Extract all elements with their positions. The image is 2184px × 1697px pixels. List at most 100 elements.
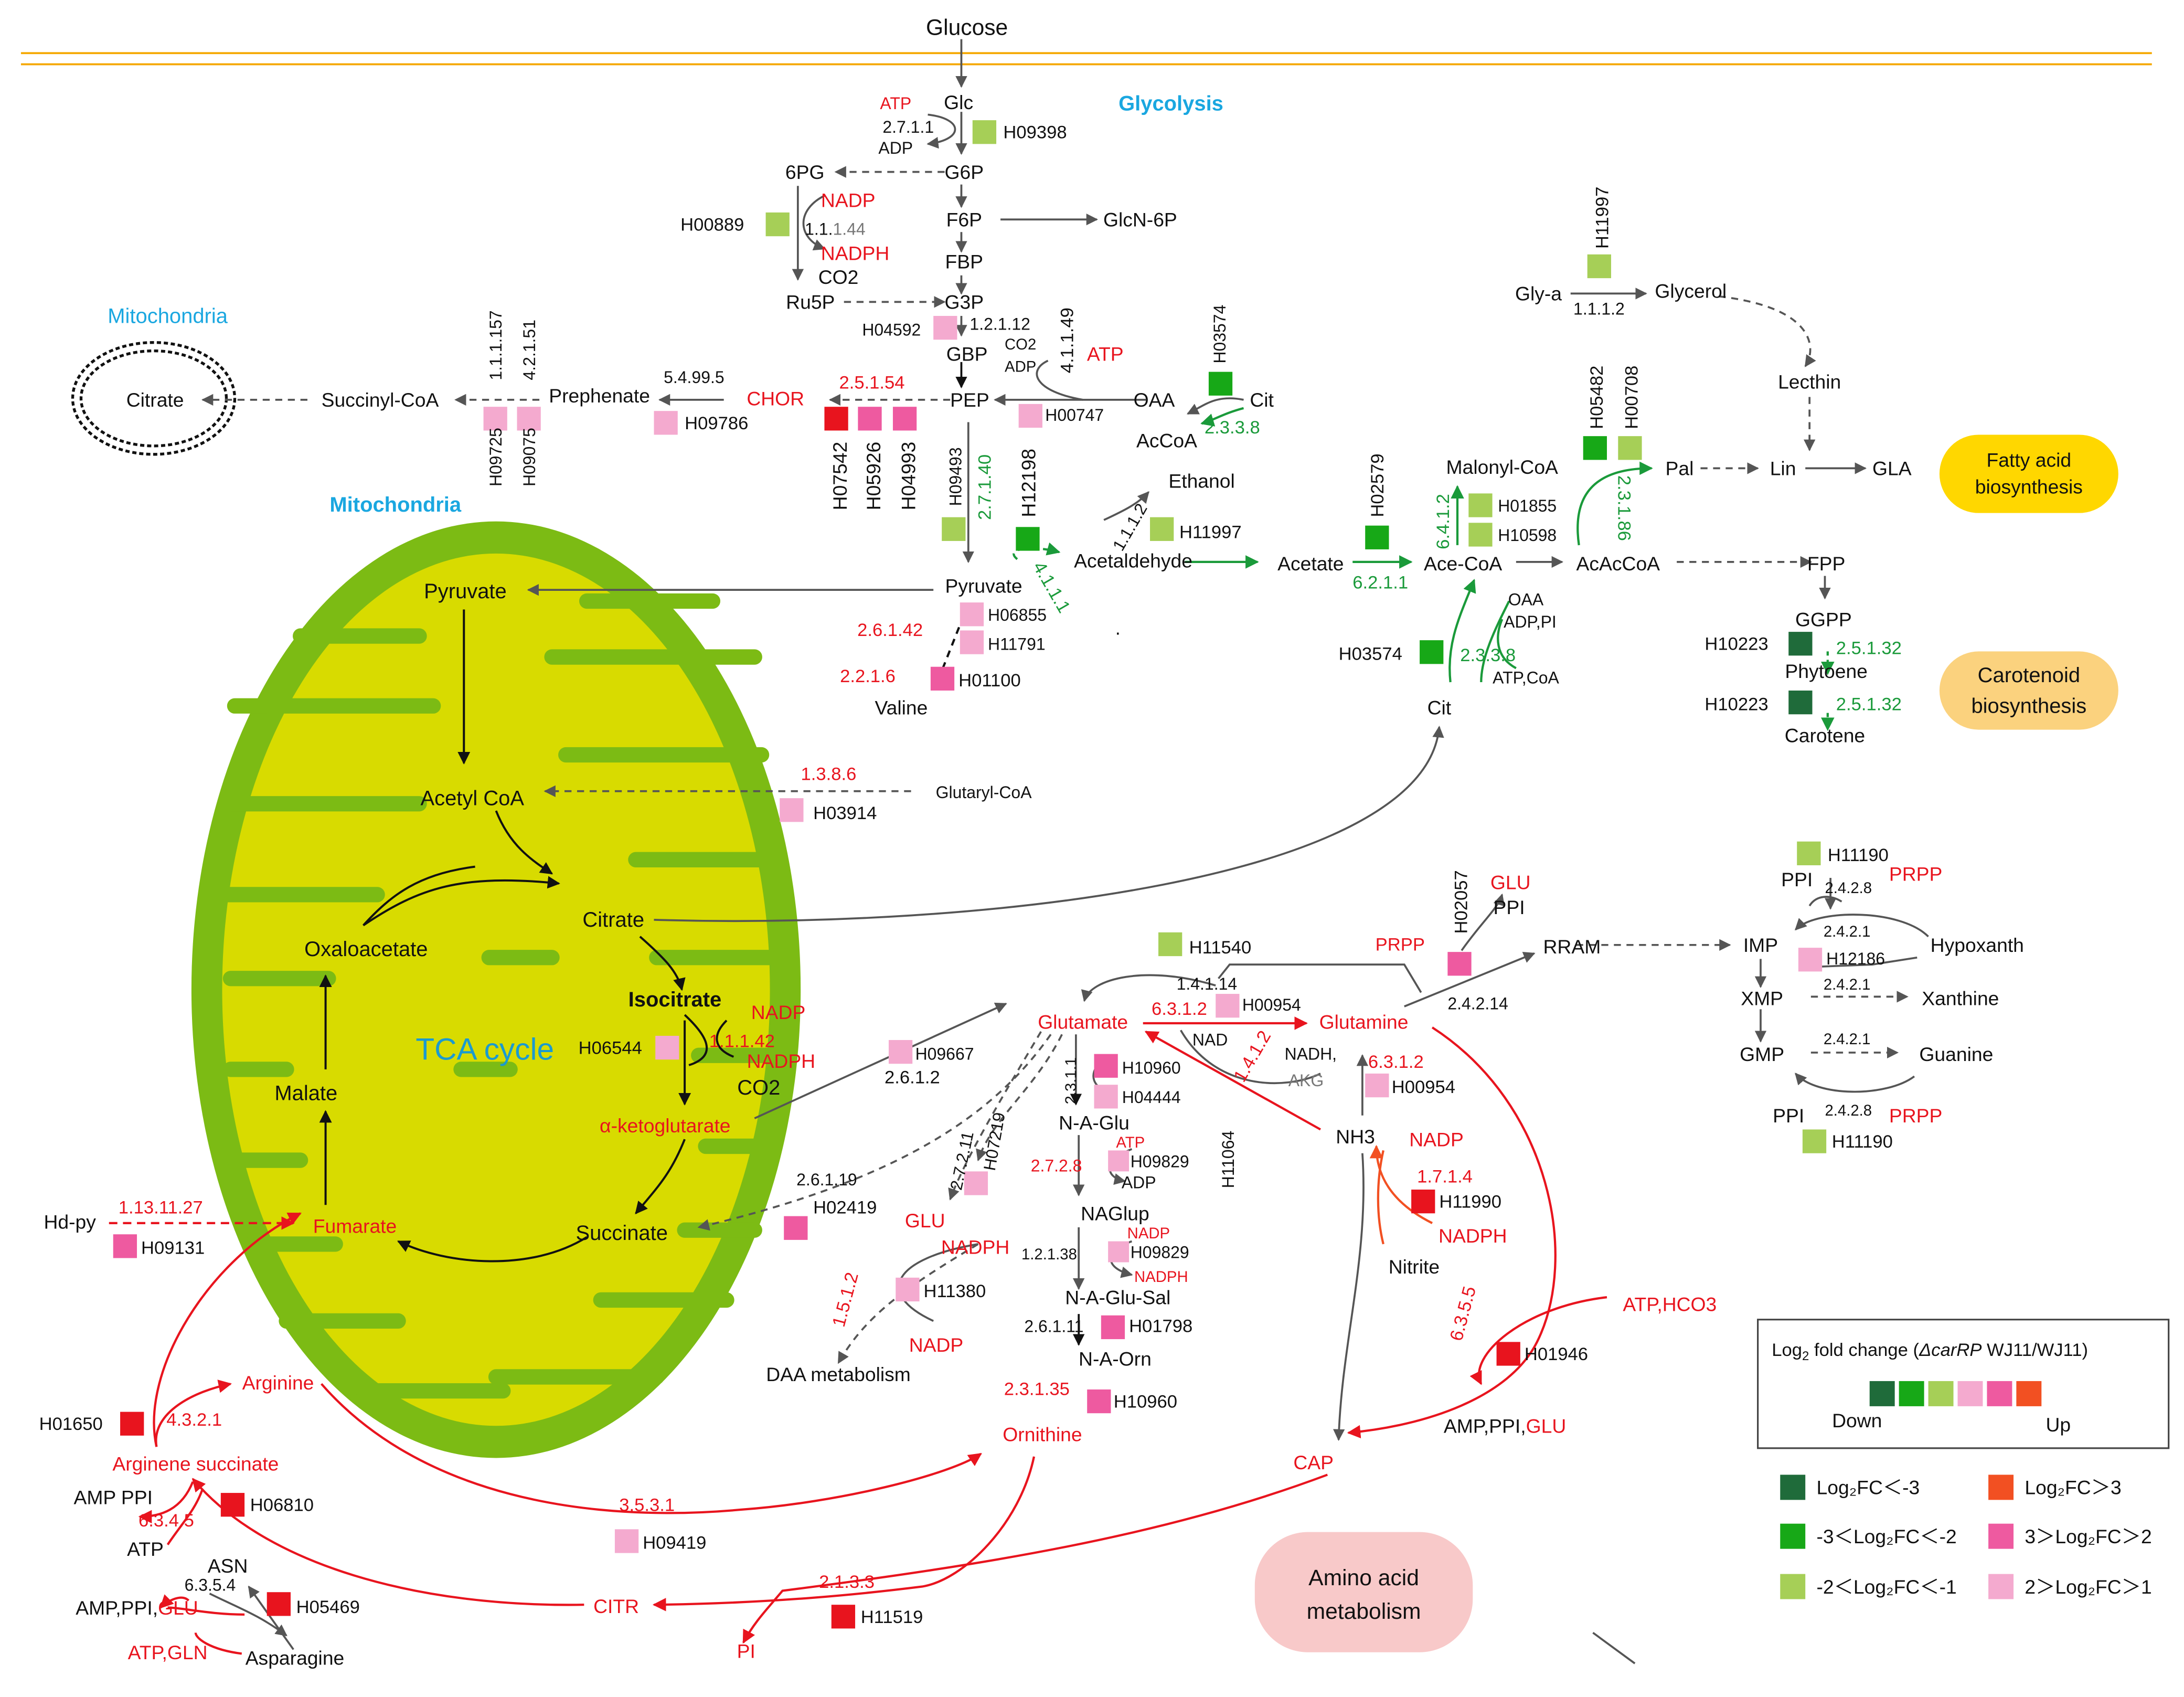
cit: Cit xyxy=(1250,389,1274,411)
h10223b: H10223 xyxy=(1704,694,1768,714)
ec-1131127: 1.13.11.27 xyxy=(119,1197,203,1217)
legend-label: Log₂FC＞3 xyxy=(2025,1477,2121,1499)
ec-26142: 2.6.1.42 xyxy=(857,620,923,640)
f6p: F6P xyxy=(946,209,982,231)
ec-1412: 1.4.1.2 xyxy=(1230,1027,1275,1086)
h06544: H06544 xyxy=(579,1038,642,1058)
carotenoid-label-2: biosynthesis xyxy=(1971,695,2086,718)
ec-6412: 6.4.1.2 xyxy=(1433,494,1453,549)
isocitrate: Isocitrate xyxy=(628,988,722,1011)
mitochondrion xyxy=(191,521,801,1458)
atp-coa: ATP,CoA xyxy=(1493,669,1559,687)
h00954b: H00954 xyxy=(1392,1077,1455,1097)
atp-hco3: ATP,HCO3 xyxy=(1623,1293,1717,1316)
h09075: H09075 xyxy=(520,428,539,486)
h11190a: H11190 xyxy=(1828,845,1889,865)
nadp: NADP xyxy=(821,189,876,211)
h02419: H02419 xyxy=(813,1197,877,1217)
ec-6312b: 6.3.1.2 xyxy=(1368,1052,1424,1072)
malate: Malate xyxy=(274,1082,337,1105)
ec-2421c: 2.4.2.1 xyxy=(1824,1031,1871,1048)
ec-111157: 1.1.1.157 xyxy=(486,310,505,380)
arrows-orange xyxy=(1369,1144,1433,1245)
ec-1144: 1.1.1.44 xyxy=(805,220,865,239)
h12186: H12186 xyxy=(1826,949,1885,968)
ec-1512: 1.5.1.2 xyxy=(829,1270,862,1329)
h05482: H05482 xyxy=(1587,366,1607,429)
adp-2: ADP xyxy=(1122,1173,1156,1192)
prpp-1: PRPP xyxy=(1889,863,1943,885)
amino-acid-label-2: metabolism xyxy=(1307,1599,1421,1624)
ec-2421b: 2.4.2.1 xyxy=(1824,976,1871,993)
ornithine: Ornithine xyxy=(1003,1423,1082,1445)
mito-big-label: Mitochondria xyxy=(329,493,461,516)
legend-swatch xyxy=(1988,1574,2014,1599)
ec-6312: 6.3.1.2 xyxy=(1152,999,1207,1019)
h11540: H11540 xyxy=(1189,938,1252,958)
labels-blue: Glycolysis Mitochondria Mitochondria TCA… xyxy=(108,92,1223,1066)
tca-cycle-label: TCA cycle xyxy=(416,1032,554,1066)
h01946: H01946 xyxy=(1525,1344,1588,1364)
legend-label: Log₂FC＜-3 xyxy=(1817,1477,1920,1499)
legend-title: Log2 fold change (ΔcarRP WJ11/WJ11) xyxy=(1772,1340,2088,1363)
adp-pi: ADP,PI xyxy=(1504,612,1557,631)
fatty-acid-label-2: biosynthesis xyxy=(1975,475,2083,497)
h09725: H09725 xyxy=(486,428,505,486)
legend-scale xyxy=(1869,1381,2042,1406)
ec-2133: 2.1.3.3 xyxy=(819,1572,875,1592)
nh3: NH3 xyxy=(1336,1126,1375,1148)
h00747: H00747 xyxy=(1045,406,1104,425)
hypoxanth: Hypoxanth xyxy=(1931,934,2024,956)
amp-ppi-glu-2: AMP,PPI,GLU xyxy=(76,1597,198,1619)
h00708: H00708 xyxy=(1622,366,1642,429)
labels-gene: H09398 H00889 H04592 1.2.1.12 CO2 ADP H0… xyxy=(39,123,1893,1627)
glycerol: Glycerol xyxy=(1655,280,1727,302)
gene-squares xyxy=(113,120,1827,1629)
ec-14114: 1.4.1.14 xyxy=(1177,974,1237,993)
phytoene: Phytoene xyxy=(1785,660,1868,682)
amino-acid-box xyxy=(1254,1532,1473,1652)
acaccoa: AcAcCoA xyxy=(1576,553,1660,575)
g6p: G6P xyxy=(944,161,984,183)
succinyl-coa: Succinyl-CoA xyxy=(322,389,439,411)
amp-ppi-glu-red: GLU xyxy=(1526,1415,1567,1437)
amino-acid-label-1: Amino acid xyxy=(1308,1565,1419,1590)
h01650: H01650 xyxy=(39,1414,103,1434)
ec-6211: 6.2.1.1 xyxy=(1352,573,1408,593)
atp-amino: ATP xyxy=(1116,1134,1145,1151)
guanine: Guanine xyxy=(1919,1043,1993,1065)
adp: ADP xyxy=(878,139,913,157)
ethanol: Ethanol xyxy=(1168,470,1234,492)
labels-dark: Glucose Glc 2.7.1.1 ADP G6P 6PG CO2 F6P … xyxy=(44,15,2023,1669)
ec-2311: 2.3.1.1 xyxy=(1062,1057,1080,1105)
legend-label: 3＞Log₂FC＞2 xyxy=(2025,1525,2151,1547)
cap: CAP xyxy=(1293,1451,1334,1473)
hd-py: Hd-py xyxy=(44,1211,96,1233)
h00954a: H00954 xyxy=(1242,995,1301,1014)
legend-down: Down xyxy=(1832,1409,1882,1431)
h03914: H03914 xyxy=(813,803,877,823)
labels-red: ATP NADP NADPH ATP CHOR 2.5.1.54 2.6.1.4… xyxy=(112,94,1942,1663)
ec-11142: 1.1.1.42 xyxy=(709,1031,775,1051)
chor: CHOR xyxy=(747,388,804,410)
xanthine: Xanthine xyxy=(1922,987,1999,1009)
amp-ppi-glu-2-black: AMP,PPI, xyxy=(76,1597,158,1619)
gmp: GMP xyxy=(1740,1043,1784,1065)
atp-3: ATP xyxy=(127,1538,164,1560)
ec-1112: 1.1.1.2 xyxy=(1109,500,1151,554)
h11997: H11997 xyxy=(1179,523,1242,543)
nadph-3: NADPH xyxy=(1439,1225,1507,1247)
nadph-2: NADPH xyxy=(941,1236,1010,1258)
ec-25154: 2.5.1.54 xyxy=(839,373,904,393)
ec-25132a: 2.5.1.32 xyxy=(1836,639,1902,659)
legend-label: -3＜Log₂FC＜-2 xyxy=(1817,1525,1957,1547)
lin: Lin xyxy=(1770,458,1796,480)
glutamate: Glutamate xyxy=(1038,1011,1128,1033)
h02057: H02057 xyxy=(1452,870,1472,934)
h05469: H05469 xyxy=(296,1597,360,1617)
h12198: H12198 xyxy=(1018,449,1040,517)
oxaloacetate: Oxaloacetate xyxy=(304,938,428,961)
h09131: H09131 xyxy=(141,1238,205,1258)
asn: ASN xyxy=(208,1555,248,1577)
ace-coa: Ace-CoA xyxy=(1424,553,1502,575)
